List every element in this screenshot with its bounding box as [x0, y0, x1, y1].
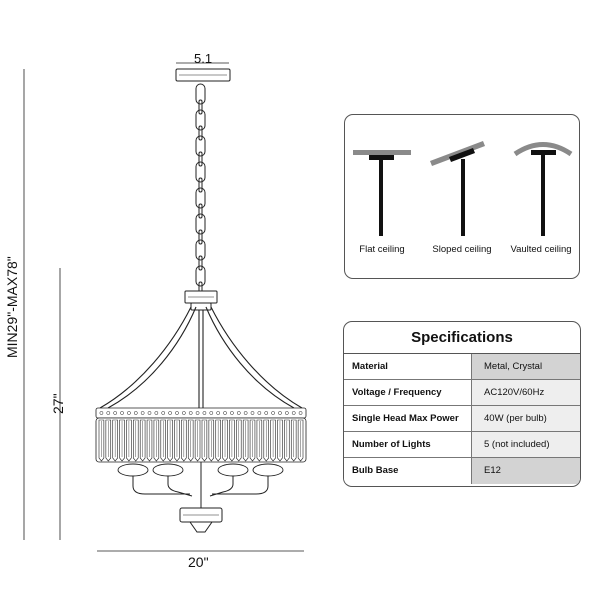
crystal-bead	[291, 411, 296, 415]
hanging-chain	[195, 83, 206, 297]
crystal-bead	[209, 411, 214, 415]
chain-link	[195, 187, 206, 209]
chain-link	[198, 177, 203, 193]
chain-link	[198, 255, 203, 271]
spec-value: 40W (per bulb)	[472, 406, 580, 431]
flat-ceiling-icon	[353, 150, 411, 236]
crystal-bead	[243, 411, 248, 415]
crystal-bead	[133, 411, 138, 415]
crystal-bead	[154, 411, 159, 415]
spec-value: Metal, Crystal	[472, 354, 580, 379]
overall-height-label: MIN29"-MAX78"	[4, 256, 20, 358]
lower-arms	[132, 462, 269, 508]
spec-row-bulb-base: Bulb Base E12	[344, 458, 580, 484]
spec-row-material: Material Metal, Crystal	[344, 354, 580, 380]
chain-link	[195, 83, 206, 105]
chain-link	[195, 109, 206, 131]
chain-link	[198, 125, 203, 141]
ceiling-type-panel: Flat ceiling Sloped ceiling Vaulted ceil…	[344, 114, 580, 279]
crystal-bead	[202, 411, 207, 415]
crystal-bead	[140, 411, 145, 415]
crystal-bead	[106, 411, 111, 415]
chain-link	[195, 135, 206, 157]
fixture-width-label: 20"	[188, 554, 209, 570]
spec-row-voltage: Voltage / Frequency AC120V/60Hz	[344, 380, 580, 406]
crystal-bead	[236, 411, 241, 415]
spec-row-lights: Number of Lights 5 (not included)	[344, 432, 580, 458]
spec-value: AC120V/60Hz	[472, 380, 580, 405]
canopy-width-label: 5.1	[194, 51, 213, 66]
crystal-bead	[188, 411, 193, 415]
crystal-bead	[113, 411, 118, 415]
spec-key: Material	[344, 354, 472, 379]
frame-arms	[99, 306, 303, 410]
crystal-bead	[120, 411, 124, 415]
crystal-bead	[181, 411, 186, 415]
crystal-bead	[175, 411, 179, 415]
crystal-bead	[250, 411, 255, 415]
crystal-bead	[271, 411, 275, 415]
chain-link	[198, 229, 203, 245]
crystal-bead	[127, 411, 131, 415]
body-height-label: 27"	[50, 393, 66, 414]
chain-link	[198, 203, 203, 219]
crystal-bead	[264, 411, 269, 415]
ceiling-canopy	[175, 68, 231, 82]
chain-link	[195, 161, 206, 183]
sloped-ceiling-icon	[430, 141, 485, 236]
crystal-bead	[298, 411, 303, 415]
crystal-bead	[257, 411, 262, 415]
crystal-bead	[147, 411, 152, 415]
chain-link	[195, 213, 206, 235]
specifications-table: Specifications Material Metal, Crystal V…	[343, 321, 581, 487]
chain-link	[195, 239, 206, 261]
spec-value: 5 (not included)	[472, 432, 580, 457]
spec-key: Bulb Base	[344, 458, 472, 484]
chain-link	[198, 99, 203, 115]
vaulted-ceiling-label: Vaulted ceiling	[510, 244, 572, 255]
vaulted-ceiling-icon	[513, 142, 573, 236]
crystal-bead	[161, 411, 166, 415]
upper-hub	[184, 290, 218, 311]
spec-key: Number of Lights	[344, 432, 472, 457]
spec-key: Voltage / Frequency	[344, 380, 472, 405]
bottom-finial	[179, 507, 223, 533]
specifications-title: Specifications	[344, 322, 580, 354]
height-dimension-lines	[23, 69, 61, 540]
crystal-band	[95, 407, 307, 463]
spec-row-power: Single Head Max Power 40W (per bulb)	[344, 406, 580, 432]
crystal-bead	[216, 411, 221, 415]
chain-link	[195, 265, 206, 287]
crystal-bead	[278, 411, 282, 415]
crystal-bead	[195, 411, 200, 415]
crystal-bead	[168, 411, 172, 415]
crystal-bead	[284, 411, 289, 415]
crystal-bead	[223, 411, 227, 415]
chain-link	[198, 151, 203, 167]
spec-value: E12	[472, 458, 580, 484]
crystal-bead	[230, 411, 234, 415]
flat-ceiling-label: Flat ceiling	[359, 244, 405, 255]
crystal-bead	[99, 411, 104, 415]
spec-key: Single Head Max Power	[344, 406, 472, 431]
sloped-ceiling-label: Sloped ceiling	[432, 244, 492, 255]
